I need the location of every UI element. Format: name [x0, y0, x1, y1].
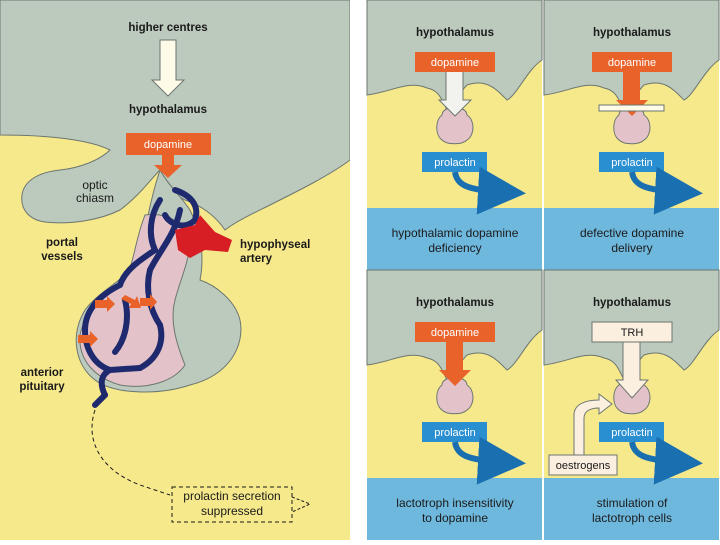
oestrogens-box	[548, 454, 618, 476]
signal-box	[415, 52, 495, 72]
right-panels: hypothalamus dopamine prolactin hypothalami…	[366, 0, 720, 540]
panel-caption-line: defective dopamine	[580, 226, 684, 240]
signal-box	[592, 52, 672, 72]
caption-band	[367, 208, 542, 270]
prolactin-secretion-label-2: suppressed	[201, 504, 263, 518]
portal-vessels-label-1: portal	[46, 237, 78, 249]
optic-chiasm-label-2: chiasm	[76, 191, 114, 205]
prolactin-box	[599, 422, 664, 442]
blocked-bar	[598, 104, 665, 112]
prolactin-arrow	[629, 436, 703, 485]
signal-box	[591, 321, 673, 343]
prolactin-secretion-label-1: prolactin secretion	[183, 489, 280, 503]
caption-band	[544, 478, 719, 540]
signal-label: dopamine	[431, 57, 479, 69]
panel-caption-line: lactotroph insensitivity	[396, 496, 513, 510]
caption-band	[367, 478, 542, 540]
panel-top-label: hypothalamus	[416, 297, 494, 309]
panel-top-label: hypothalamus	[593, 297, 671, 309]
prolactin-box	[422, 422, 487, 442]
panel-1: hypothalamus dopamine prolactin hypothalami…	[366, 0, 543, 270]
panel-caption-line: stimulation of	[597, 496, 668, 510]
panel-caption-line: hypothalamic dopamine	[392, 226, 519, 240]
signal-box	[415, 322, 495, 342]
signal-label: dopamine	[431, 327, 479, 339]
portal-vessels-label-2: vessels	[41, 251, 83, 263]
prolactin-label: prolactin	[434, 157, 476, 169]
panel-caption-line: deficiency	[428, 241, 481, 255]
hypophyseal-label-2: artery	[240, 253, 273, 265]
down-arrow	[437, 69, 473, 117]
higher-centres-arrow	[150, 39, 186, 97]
dopamine-label: dopamine	[144, 139, 192, 151]
prolactin-arrow	[452, 436, 526, 485]
anterior-pituitary-label-1: anterior	[21, 367, 64, 379]
prolactin-secretion-box	[171, 486, 293, 523]
hypophyseal-artery	[175, 215, 232, 258]
dashed-arrowhead	[291, 496, 312, 513]
secretion-arrows	[78, 294, 157, 347]
dopamine-box	[126, 133, 211, 155]
higher-centres-label: higher centres	[128, 22, 207, 34]
signal-label: dopamine	[608, 57, 656, 69]
oestrogen-arrow	[573, 392, 613, 456]
oestrogens-label: oestrogens	[556, 460, 611, 472]
down-arrow	[439, 340, 471, 386]
panel-top-label: hypothalamus	[416, 27, 494, 39]
down-arrow	[614, 339, 650, 399]
prolactin-box	[599, 152, 664, 172]
dopamine-down-arrow	[154, 155, 182, 178]
panel-2: hypothalamus dopamine prolactin defective d…	[543, 0, 720, 270]
panel-divider	[350, 0, 366, 540]
portal-vessels-network	[82, 187, 200, 408]
brain-tissue	[0, 0, 351, 231]
prolactin-label: prolactin	[434, 427, 476, 439]
left-panel: higher centres hypothalamus dopamine opt…	[0, 0, 351, 540]
panel-caption-line: lactotroph cells	[592, 511, 672, 525]
panel-3: hypothalamus dopamine prolactin lactotroph …	[366, 269, 543, 540]
prolactin-box	[422, 152, 487, 172]
optic-chiasm-label-1: optic	[82, 178, 107, 192]
prolactin-arrow	[452, 166, 526, 215]
prolactin-arrow	[629, 166, 703, 215]
dashed-outflow	[91, 409, 171, 496]
caption-band	[544, 208, 719, 270]
hypophyseal-label-1: hypophyseal	[240, 239, 310, 251]
anterior-pituitary-label-2: pituitary	[19, 381, 65, 393]
panel-top-label: hypothalamus	[593, 27, 671, 39]
panel-caption-line: to dopamine	[422, 511, 488, 525]
hypothalamus-label: hypothalamus	[129, 104, 207, 116]
prolactin-label: prolactin	[611, 157, 653, 169]
signal-label: TRH	[621, 327, 644, 339]
panel-caption-line: delivery	[611, 241, 652, 255]
prolactin-label: prolactin	[611, 427, 653, 439]
